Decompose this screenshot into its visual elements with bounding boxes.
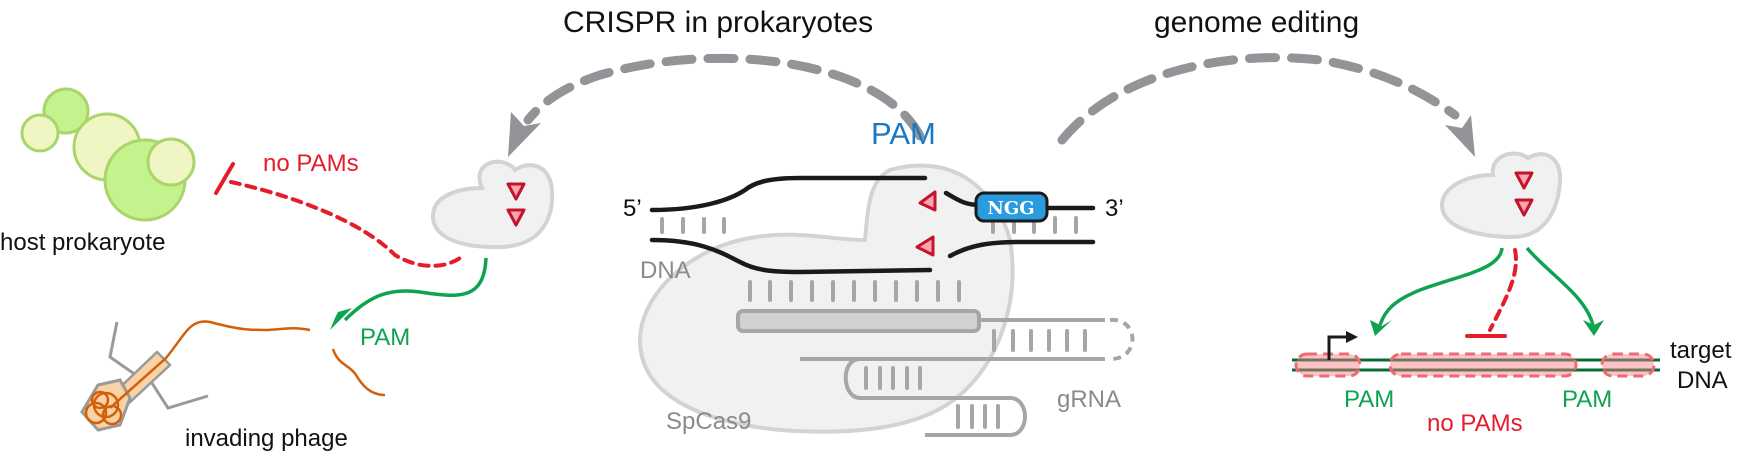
invading-phage-label: invading phage (185, 425, 348, 452)
pam-label-right-2: PAM (1562, 386, 1612, 413)
dna-label: DNA (640, 257, 691, 284)
host-prokaryote-cells (20, 87, 196, 222)
no-pam-inhibition-line (229, 180, 462, 268)
arrowhead-icon (330, 308, 352, 330)
pam-arrow-right-2 (1525, 246, 1595, 326)
target-dna-label-line1: target (1670, 337, 1732, 364)
spcas9-protein (637, 163, 1015, 434)
pam-region (1600, 352, 1656, 378)
arrowhead-icon (1445, 115, 1475, 157)
dna-base-pairs-left (660, 217, 726, 234)
pam-ngg-box: NGG (974, 191, 1049, 223)
pam-label-left: PAM (360, 324, 410, 351)
no-pam-inhibition-line-right (1488, 248, 1518, 332)
pam-arrow-left (343, 257, 488, 322)
grna-label: gRNA (1057, 386, 1121, 413)
three-prime-label: 3’ (1105, 195, 1124, 222)
title-crispr-in-prokaryotes: CRISPR in prokaryotes (563, 6, 873, 39)
cut-site-icon (1514, 171, 1534, 190)
cut-site-icon (918, 190, 937, 212)
five-prime-label: 5’ (623, 195, 642, 222)
host-prokaryote-label: host prokaryote (0, 229, 165, 256)
arrowhead-icon (1583, 320, 1604, 336)
no-pams-label-left: no PAMs (263, 150, 359, 177)
no-pams-label-right: no PAMs (1427, 410, 1523, 437)
target-dna (1292, 331, 1660, 378)
spcas9-label: SpCas9 (666, 408, 751, 435)
pam-sequence: NGG (987, 198, 1034, 219)
guide-rna (736, 280, 1135, 437)
promoter-arrow-icon (1327, 335, 1352, 360)
invading-phage (80, 320, 386, 432)
cas9-blob-left (430, 159, 555, 250)
arrowhead-icon (508, 112, 541, 157)
arrow-to-genome-editing (1057, 53, 1475, 157)
pam-arrow-right-1 (1378, 247, 1504, 326)
cut-site-icon (1514, 198, 1534, 217)
cut-site-icon (506, 182, 526, 201)
arrowhead-icon (1370, 320, 1392, 336)
pam-title: PAM (871, 116, 936, 151)
title-genome-editing: genome editing (1154, 6, 1359, 39)
cas9-blob-right (1439, 151, 1563, 240)
cut-site-icon (915, 235, 935, 257)
cut-site-icon (506, 208, 526, 227)
pam-label-right-1: PAM (1344, 386, 1394, 413)
no-pam-region (1388, 352, 1578, 378)
inhibition-bar-icon (214, 162, 235, 195)
target-dna-label-line2: DNA (1677, 367, 1728, 394)
target-dna-strands (649, 175, 1096, 275)
arrowhead-icon (1346, 331, 1358, 343)
arrow-to-prokaryotes (508, 53, 925, 157)
